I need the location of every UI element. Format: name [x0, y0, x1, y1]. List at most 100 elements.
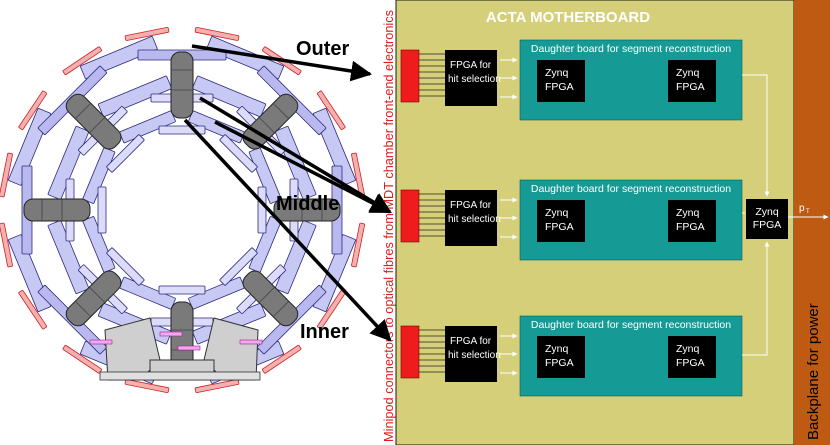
station-label-outer: Outer	[296, 38, 350, 60]
central-fpga-line1: Zynq	[755, 206, 779, 218]
zynq-fpga	[668, 336, 716, 378]
middle-chamber	[97, 75, 172, 118]
daughter-board-title: Daughter board for segment reconstructio…	[531, 319, 731, 331]
pt-subscript: T	[806, 209, 810, 215]
feet-chamber	[177, 345, 201, 351]
rpc-strip	[18, 290, 48, 330]
zynq-line1: Zynq	[545, 343, 569, 355]
zynq-fpga	[668, 60, 716, 102]
hit-fpga-line1: FPGA for	[450, 60, 492, 71]
inner-chamber-small	[106, 247, 145, 286]
rpc-strip	[18, 90, 48, 130]
inner-chamber	[188, 276, 245, 310]
middle-chamber	[274, 220, 317, 295]
zynq-line1: Zynq	[676, 67, 700, 79]
motherboard-title: ACTA MOTHERBOARD	[486, 9, 650, 26]
zynq-line2: FPGA	[545, 81, 574, 93]
zynq-line1: Zynq	[545, 67, 569, 79]
station-label-middle: Middle	[276, 193, 339, 215]
zynq-fpga	[537, 200, 585, 242]
feet-chamber	[89, 339, 113, 345]
station-arrow	[183, 118, 392, 342]
feet-chamber	[159, 331, 183, 337]
inner-chamber-small	[219, 247, 258, 286]
inner-chamber-small	[106, 134, 145, 173]
hit-selection-fpga	[445, 190, 497, 246]
daughter-board-title: Daughter board for segment reconstructio…	[531, 43, 731, 55]
inner-chamber	[82, 147, 116, 204]
minipod-connector	[400, 189, 420, 243]
toroid-coil	[23, 198, 91, 222]
toroid-coil	[242, 93, 299, 150]
hit-fpga-line2: hit selection	[448, 350, 501, 361]
rpc-strip	[316, 90, 346, 130]
stage-inner: FPGA for hit selection Daughter board for …	[400, 315, 743, 397]
toroid-coil	[273, 198, 341, 222]
rpc-strip	[62, 46, 102, 76]
zynq-line1: Zynq	[545, 207, 569, 219]
station-arrow	[214, 120, 392, 214]
zynq-fpga	[537, 60, 585, 102]
zynq-line2: FPGA	[676, 221, 705, 233]
rpc-strip	[0, 222, 13, 268]
hit-selection-fpga	[445, 326, 497, 382]
inner-chamber-small	[219, 134, 258, 173]
backplane-label: Backplane for power	[805, 303, 822, 440]
zynq-line2: FPGA	[676, 81, 705, 93]
station-arrow	[191, 44, 373, 82]
middle-chamber	[47, 220, 90, 295]
toroid-coil	[65, 270, 122, 327]
muon-detector-cross-section	[0, 26, 366, 394]
hit-fpga-line1: FPGA for	[450, 336, 492, 347]
zynq-fpga	[537, 336, 585, 378]
hit-fpga-line2: hit selection	[448, 74, 501, 85]
station-label-inner: Inner	[300, 321, 349, 343]
toroid-coil	[170, 51, 194, 119]
station-arrow	[199, 96, 392, 214]
central-zynq-fpga: Zynq FPGA	[746, 199, 788, 239]
toroid-coil	[65, 93, 122, 150]
zynq-line2: FPGA	[545, 357, 574, 369]
rpc-strip	[194, 26, 240, 41]
minipod-connector	[400, 49, 420, 103]
minipod-connector	[400, 325, 420, 379]
rpc-strip	[0, 152, 13, 198]
inner-chamber-small	[257, 186, 267, 234]
zynq-line2: FPGA	[545, 221, 574, 233]
middle-chamber	[192, 75, 267, 118]
zynq-line1: Zynq	[676, 343, 700, 355]
pt-label: p	[799, 203, 805, 214]
hit-fpga-line2: hit selection	[448, 214, 501, 225]
inner-chamber	[82, 216, 116, 273]
acta-motherboard: ACTA MOTHERBOARD Backplane for power Min…	[382, 0, 830, 445]
stage-outer: FPGA for hit selection Daughter board for …	[400, 39, 743, 121]
hit-selection-fpga	[445, 50, 497, 106]
inner-chamber-small	[158, 285, 206, 295]
zynq-line2: FPGA	[676, 357, 705, 369]
minipod-connector-label: Minipod connectors to optical fibres fro…	[382, 10, 396, 442]
rpc-strip	[124, 26, 170, 41]
inner-chamber	[248, 147, 282, 204]
zynq-fpga	[668, 200, 716, 242]
rpc-strip	[351, 222, 366, 268]
toroid-coil	[242, 270, 299, 327]
feet-chamber	[239, 339, 263, 345]
pt-output: p T	[788, 203, 829, 220]
inner-chamber-small	[97, 186, 107, 234]
inner-chamber	[119, 276, 176, 310]
rpc-strip	[194, 379, 240, 394]
support-rail	[99, 371, 261, 381]
rpc-strip	[262, 344, 302, 374]
rpc-strip	[62, 344, 102, 374]
rpc-strip	[124, 379, 170, 394]
middle-chamber	[47, 125, 90, 200]
backplane-bar	[794, 0, 830, 445]
daughter-to-central-links	[742, 74, 770, 356]
zynq-line1: Zynq	[676, 207, 700, 219]
central-fpga-line2: FPGA	[753, 219, 782, 231]
daughter-board-title: Daughter board for segment reconstructio…	[531, 183, 731, 195]
